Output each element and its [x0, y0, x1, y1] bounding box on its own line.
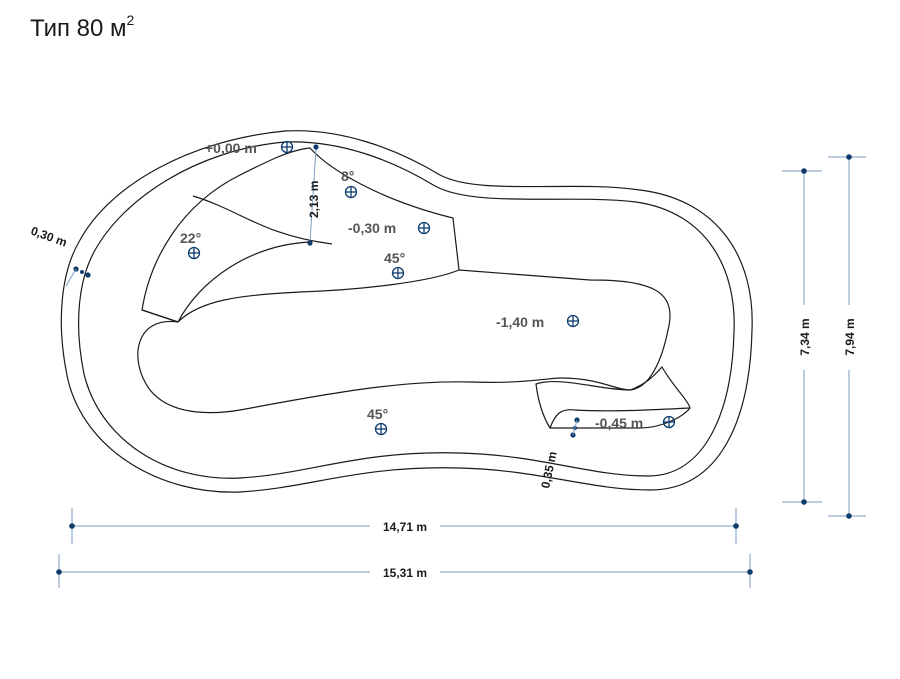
level-label-shelf: -0,30 m — [348, 220, 396, 236]
rim-width-label: 0,30 m — [29, 224, 69, 250]
deep-basin-outline — [137, 269, 671, 414]
level-marker-step — [662, 415, 676, 429]
shallow-shelf-outline — [141, 147, 460, 323]
inner-length-dimension — [69, 508, 739, 544]
angle-marker-8 — [344, 185, 358, 199]
level-marker-shelf — [417, 221, 431, 235]
shelf-depth-dot-top — [313, 144, 319, 150]
inner-width-dimension — [782, 168, 822, 505]
title-superscript: 2 — [126, 12, 135, 28]
shelf-depth-line — [309, 147, 317, 243]
angle-marker-45-shelf — [391, 266, 405, 280]
shelf-depth-dot-bottom — [307, 240, 313, 246]
inner-length-label: 14,71 m — [383, 520, 427, 534]
pool-outer-rim — [60, 130, 753, 493]
level-label-top: +0,00 m — [205, 140, 257, 156]
angle-label-8: 8° — [341, 168, 354, 184]
level-marker-top — [280, 140, 294, 154]
angle-marker-22 — [187, 246, 201, 260]
outer-width-label: 7,94 m — [843, 318, 857, 355]
rim-width-tick — [65, 268, 77, 287]
level-label-deep: -1,40 m — [496, 314, 544, 330]
rim-dot-inner — [85, 272, 91, 278]
title-text: Тип 80 м — [30, 15, 127, 42]
shelf-depth-label: 2,13 m — [307, 181, 321, 218]
step-width-label: 0,35 m — [538, 450, 559, 489]
shelf-edge-line — [177, 241, 311, 323]
page-title: Тип 80 м2 — [30, 12, 135, 43]
inner-width-label: 7,34 m — [798, 318, 812, 355]
step-width-line — [572, 419, 578, 436]
level-label-step: -0,45 m — [595, 415, 643, 431]
shelf-left-edge — [141, 309, 179, 323]
rim-dot-mid — [80, 270, 84, 274]
angle-label-22: 22° — [180, 230, 201, 246]
level-marker-deep — [566, 314, 580, 328]
step-inner-line — [549, 407, 691, 429]
outer-length-label: 15,31 m — [383, 566, 427, 580]
outer-width-dimension — [828, 154, 866, 519]
angle-label-45-bottom: 45° — [367, 406, 388, 422]
angle-label-45-shelf: 45° — [384, 250, 405, 266]
angle-marker-45-bottom — [374, 422, 388, 436]
outer-length-dimension — [56, 554, 753, 588]
pool-inner-rim — [77, 141, 735, 479]
